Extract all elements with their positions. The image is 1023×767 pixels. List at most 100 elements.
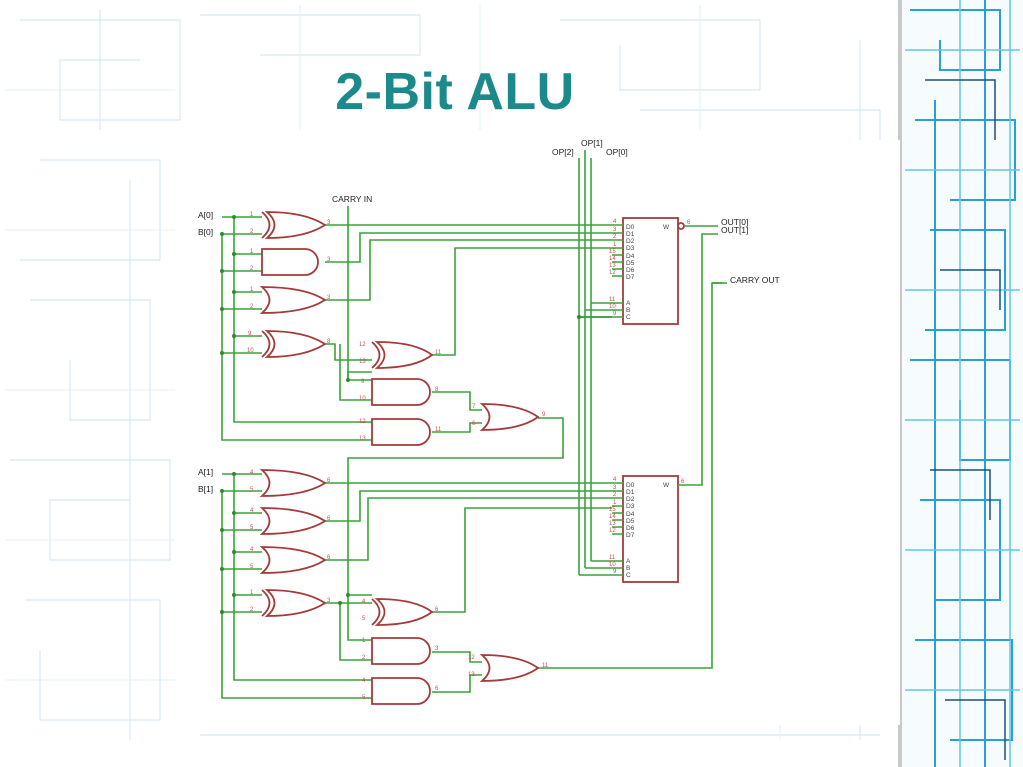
svg-text:4: 4 [613,219,617,225]
svg-text:1: 1 [613,242,617,248]
svg-text:12: 12 [359,342,366,348]
svg-text:7: 7 [472,404,476,410]
and-gate-3: 12 13 11 [359,418,442,446]
svg-text:15: 15 [609,249,616,255]
or-gate-5: 4 5 6 [250,546,331,574]
svg-text:8: 8 [327,339,331,345]
svg-text:A: A [626,558,631,565]
svg-text:6: 6 [472,421,476,427]
svg-text:13: 13 [609,521,616,527]
op2-label: OP[2] [552,147,574,157]
svg-text:4: 4 [613,477,617,483]
xor-gate-3: 12 13 11 [359,341,442,369]
or-gate-4: 4 5 6 [250,507,331,535]
svg-text:9: 9 [361,379,365,385]
and-gate-2: 9 10 8 [359,378,439,406]
svg-text:4: 4 [250,470,254,476]
svg-text:D0: D0 [626,482,635,489]
svg-text:6: 6 [435,686,439,692]
svg-text:3: 3 [327,257,331,263]
svg-text:11: 11 [609,297,616,303]
svg-text:6: 6 [687,220,691,226]
svg-text:13: 13 [468,672,475,678]
or-gate-1: 1 2 3 [250,286,331,314]
svg-text:1: 1 [362,638,366,644]
alu-schematic: OP[2] OP[1] OP[0] CARRY IN A[0] B[0] A[1… [198,140,780,705]
svg-text:4: 4 [362,599,366,605]
svg-text:12: 12 [609,270,616,276]
svg-text:9: 9 [613,311,617,317]
svg-text:W: W [663,482,670,489]
svg-text:10: 10 [247,348,254,354]
xor-gate-2: 9 10 8 [247,330,331,358]
svg-text:10: 10 [609,562,616,568]
svg-text:13: 13 [359,436,366,442]
svg-text:13: 13 [359,359,366,365]
svg-text:15: 15 [609,507,616,513]
b1-label: B[1] [198,484,213,494]
svg-text:2: 2 [613,234,617,240]
svg-text:9: 9 [248,331,252,337]
out0-label: OUT[0] [721,217,748,227]
and-gate-1: 1 2 3 [250,248,331,276]
svg-text:6: 6 [327,478,331,484]
wire-junctions [220,215,581,614]
carry-in-label: CARRY IN [332,194,372,204]
svg-text:6: 6 [327,555,331,561]
svg-text:C: C [626,314,631,321]
svg-text:1: 1 [250,590,254,596]
svg-text:5: 5 [362,695,366,701]
svg-text:5: 5 [250,487,254,493]
svg-text:D5: D5 [626,518,635,525]
svg-text:3: 3 [613,485,617,491]
or-gate-3: 4 5 6 [250,469,331,497]
svg-text:10: 10 [359,396,366,402]
and-gate-5: 4 5 6 [362,677,439,705]
op0-label: OP[0] [606,147,628,157]
svg-text:A: A [626,300,631,307]
svg-text:11: 11 [435,350,442,356]
svg-text:D5: D5 [626,260,635,267]
or-gate-6: 12 13 11 [468,654,549,682]
svg-text:3: 3 [327,295,331,301]
svg-text:2: 2 [250,229,254,235]
b0-label: B[0] [198,227,213,237]
svg-text:B: B [626,565,630,572]
svg-text:D0: D0 [626,224,635,231]
svg-text:14: 14 [609,256,616,262]
svg-text:D7: D7 [626,532,635,539]
out1-label: OUT[1] [721,225,748,235]
svg-text:6: 6 [327,516,331,522]
svg-text:11: 11 [542,663,549,669]
or-gate-2: 7 6 9 [472,403,546,431]
svg-text:2: 2 [250,304,254,310]
svg-text:14: 14 [609,514,616,520]
svg-text:11: 11 [609,555,616,561]
circuit-diagram: OP[2] OP[1] OP[0] CARRY IN A[0] B[0] A[1… [185,140,900,725]
a0-label: A[0] [198,210,213,220]
svg-text:12: 12 [359,419,366,425]
xor-gate-5: 4 5 6 [362,598,439,626]
multiplexer-1: D0 D1 D2 D3 D4 D5 D6 D7 A B C W 4 3 2 1 … [609,217,691,325]
svg-text:D1: D1 [626,489,635,496]
svg-text:D4: D4 [626,511,635,518]
svg-text:1: 1 [250,287,254,293]
svg-text:3: 3 [327,598,331,604]
svg-text:5: 5 [362,616,366,622]
xor-gate-4: 1 2 3 [250,589,331,617]
svg-text:10: 10 [609,304,616,310]
svg-text:11: 11 [435,427,442,433]
svg-text:D2: D2 [626,496,635,503]
svg-text:9: 9 [542,412,546,418]
svg-text:D6: D6 [626,525,635,532]
svg-text:4: 4 [250,508,254,514]
svg-text:2: 2 [362,655,366,661]
svg-text:W: W [663,224,670,231]
svg-text:12: 12 [609,528,616,534]
svg-text:D6: D6 [626,267,635,274]
svg-text:9: 9 [613,569,617,575]
and-gate-4: 1 2 3 [362,637,439,665]
svg-text:2: 2 [250,266,254,272]
xor-gate-1: 1 2 3 [250,211,331,239]
